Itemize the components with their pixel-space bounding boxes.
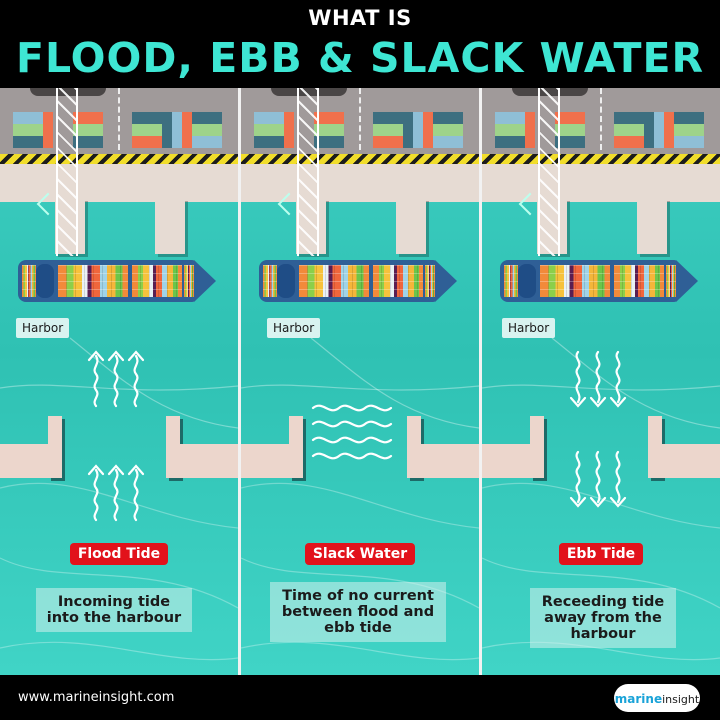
breakwater-left: [241, 416, 303, 478]
container-ship-icon: [500, 260, 698, 302]
container-yard: [241, 88, 479, 154]
container-ship-icon: [18, 260, 216, 302]
tide-label: Flood Tide: [69, 543, 169, 565]
tide-description: Receeding tide away from the harbour: [530, 588, 676, 648]
panel-flood-tide: Harbor Flood Tide Incoming tide into the…: [0, 88, 238, 675]
logo-text-marine: marine: [614, 692, 663, 706]
marine-insight-logo: marineinsight: [614, 684, 700, 712]
pier: [155, 198, 185, 254]
harbor-label: Harbor: [267, 318, 321, 338]
breakwater-right: [648, 416, 720, 478]
breakwater-left: [482, 416, 544, 478]
crane-icon: [297, 88, 319, 256]
tide-description: Incoming tide into the harbour: [36, 588, 192, 632]
quay: [482, 164, 720, 202]
tide-badge: Flood Tide: [0, 543, 238, 565]
yard-divider-line: [359, 88, 361, 150]
arrow-up-wavy-icon: [84, 460, 148, 522]
arrow-down-wavy-icon: [566, 450, 630, 512]
yard-divider-line: [600, 88, 602, 150]
tide-label: Slack Water: [304, 543, 416, 565]
container-stack: [495, 112, 585, 148]
harbor-label: Harbor: [16, 318, 70, 338]
crane-icon: [538, 88, 560, 256]
pier: [637, 198, 667, 254]
hazard-stripe: [241, 154, 479, 164]
container-stack: [254, 112, 344, 148]
header-subtitle: WHAT IS: [308, 6, 412, 30]
waves-horizontal-icon: [311, 400, 393, 462]
container-stack: [614, 112, 704, 148]
header-title: FLOOD, EBB & SLACK WATER: [15, 34, 705, 82]
breakwater-right: [407, 416, 479, 478]
website-link[interactable]: www.marineinsight.com: [18, 690, 175, 705]
arrow-up-wavy-icon: [84, 346, 148, 408]
harbor-label: Harbor: [502, 318, 556, 338]
hazard-stripe: [0, 154, 238, 164]
yard-divider-line: [118, 88, 120, 150]
tide-badge: Ebb Tide: [482, 543, 720, 565]
arrow-down-wavy-icon: [566, 350, 630, 412]
crane-icon: [56, 88, 78, 256]
container-yard: [482, 88, 720, 154]
pier: [396, 198, 426, 254]
footer: www.marineinsight.com marineinsight: [0, 675, 720, 720]
breakwater-right: [166, 416, 238, 478]
panel-divider: [238, 88, 241, 675]
tide-description: Time of no current between flood and ebb…: [270, 582, 446, 642]
panel-slack-water: Harbor Slack Water Time of no current be…: [241, 88, 479, 675]
tide-label: Ebb Tide: [558, 543, 644, 565]
hazard-stripe: [482, 154, 720, 164]
container-yard: [0, 88, 238, 154]
header: WHAT IS FLOOD, EBB & SLACK WATER: [0, 0, 720, 88]
container-stack: [373, 112, 463, 148]
container-stack: [132, 112, 222, 148]
panel-ebb-tide: Harbor Ebb Tide Receeding tide away from…: [482, 88, 720, 675]
container-ship-icon: [259, 260, 457, 302]
logo-text-insight: insight: [662, 693, 700, 706]
panels: Harbor Flood Tide Incoming tide into the…: [0, 88, 720, 675]
container-stack: [13, 112, 103, 148]
quay: [0, 164, 238, 202]
breakwater-left: [0, 416, 62, 478]
quay: [241, 164, 479, 202]
panel-divider: [479, 88, 482, 675]
tide-badge: Slack Water: [241, 543, 479, 565]
